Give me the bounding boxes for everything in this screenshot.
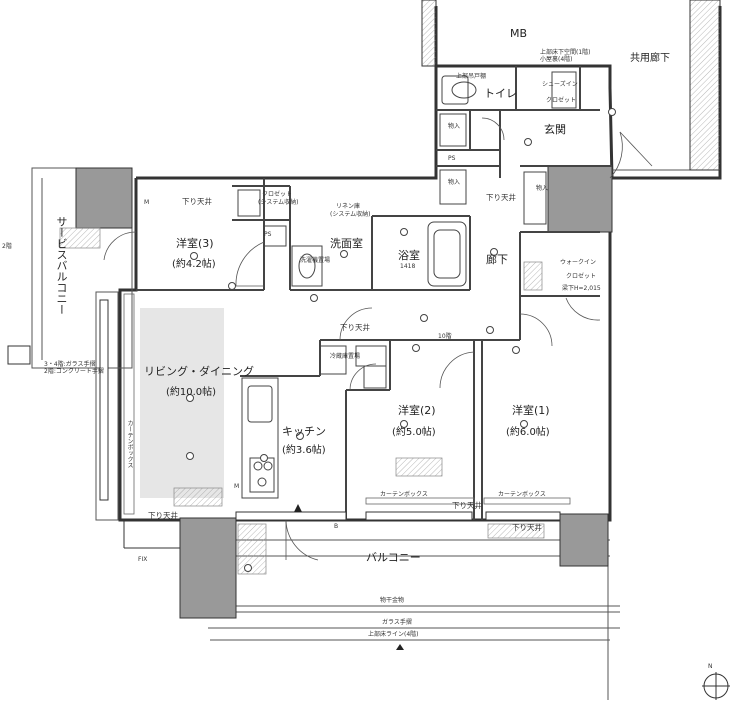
m-mark-2: M xyxy=(234,483,240,490)
toilet-label: トイレ xyxy=(484,87,517,100)
glass-rail-note: 3・4階:ガラス手摺 xyxy=(44,361,96,368)
upper-storage-label: 上部吊戸棚 xyxy=(456,73,487,80)
upper-floor-note-2: 小屋裏(4階) xyxy=(540,56,573,63)
lowered-ceiling-6: 下り天井 xyxy=(148,511,178,520)
corridor-wall xyxy=(689,0,721,171)
m-mark-1: M xyxy=(144,199,150,206)
upper-floor-note-1: 上部床下空間(1階) xyxy=(540,49,591,56)
ps-label-2: PS xyxy=(264,231,272,238)
walkin-label-2: クロゼット xyxy=(566,273,597,280)
entry-marker xyxy=(294,504,302,512)
bathtub xyxy=(427,221,467,287)
bedroom1-size: (約6.0帖) xyxy=(506,427,550,438)
storage-label-2: 物入 xyxy=(448,179,461,186)
clothes-hanger-label: 物干金物 xyxy=(380,597,405,604)
system-closet-label: (システム収納) xyxy=(258,199,299,206)
curtain-boxes xyxy=(123,293,571,515)
living-floor-tile xyxy=(140,308,224,498)
thin-outlines xyxy=(31,0,691,700)
service-balcony-label: サービスバルコニー xyxy=(55,216,68,315)
bedroom1-label: 洋室(1) xyxy=(512,404,550,417)
washroom-label: 洗面室 xyxy=(330,237,363,250)
interior-walls xyxy=(136,66,612,520)
toilet-fixture xyxy=(441,75,477,105)
ps-label-1: PS xyxy=(448,155,456,162)
kitchen-size: (約3.6帖) xyxy=(282,445,326,456)
lowered-ceiling-1: 下り天井 xyxy=(182,197,212,206)
concrete-rail-note: 2階:コンクリート手摺 xyxy=(44,368,104,375)
mb-wall xyxy=(421,0,437,67)
lowered-ceiling-3: 下り天井 xyxy=(340,323,370,332)
floor2-label: 2階 xyxy=(2,243,12,250)
entrance-label: 玄関 xyxy=(544,123,566,136)
curtain-box-label-1: カーテンボックス xyxy=(380,491,428,498)
storage-units xyxy=(237,71,577,389)
lowered-ceiling-2: 下り天井 xyxy=(486,193,516,202)
closet-hatches xyxy=(59,227,545,575)
common-corridor-label: 共用廊下 xyxy=(630,53,670,64)
north-label: N xyxy=(708,663,713,670)
light-fixtures xyxy=(186,108,616,572)
closet-label-1: クロゼット xyxy=(262,191,293,198)
structural-columns xyxy=(7,165,613,619)
shoes-closet-label-2: クロゼット xyxy=(546,97,577,104)
bedroom3-size: (約4.2帖) xyxy=(172,259,216,270)
mb-label: MB xyxy=(510,27,528,40)
balcony-label: バルコニー xyxy=(366,551,421,564)
living-label: リビング・ダイニング xyxy=(144,365,254,378)
walkin-height: 梁下H=2,015 xyxy=(562,285,601,292)
lowered-ceiling-4: 下り天井 xyxy=(452,501,482,510)
hallway-height: 10階 xyxy=(438,333,452,340)
north-compass xyxy=(702,672,730,700)
bedroom2-size: (約5.0帖) xyxy=(392,427,436,438)
kitchen-label: キッチン xyxy=(282,425,326,438)
fridge-label: 冷蔵庫置場 xyxy=(330,353,361,360)
glass-rail-label: ガラス手摺 xyxy=(382,619,412,626)
bath-label: 浴室 xyxy=(398,249,420,262)
storage-label-3: 物入 xyxy=(536,185,549,192)
linen-system-label: (システム収納) xyxy=(330,211,371,218)
shoes-closet-label-1: シューズイン xyxy=(542,81,578,88)
walkin-label-1: ウォークイン xyxy=(560,259,597,266)
doors xyxy=(103,117,653,561)
fix-label: FIX xyxy=(138,556,148,563)
washer-label: 洗濯機置場 xyxy=(300,257,331,264)
lowered-ceiling-5: 下り天井 xyxy=(512,523,542,532)
bedroom2-label: 洋室(2) xyxy=(398,404,436,417)
kitchen-fixtures xyxy=(241,377,279,499)
bedroom3-label: 洋室(3) xyxy=(176,237,214,250)
linen-label: リネン庫 xyxy=(336,203,361,210)
upper-floor-line-label: 上部床ライン(4階) xyxy=(368,631,419,638)
curtain-box-label-3: カーテンボックス xyxy=(126,420,133,468)
storage-label-1: 物入 xyxy=(448,123,461,130)
bath-size: 1418 xyxy=(400,263,416,270)
curtain-box-label-2: カーテンボックス xyxy=(498,491,546,498)
wash-basin xyxy=(291,245,323,287)
hallway-label: 廊下 xyxy=(486,253,508,266)
windows xyxy=(99,299,561,521)
b-mark: B xyxy=(334,523,339,530)
entry-marker-2 xyxy=(396,644,404,650)
living-size: (約10.0帖) xyxy=(166,387,217,398)
